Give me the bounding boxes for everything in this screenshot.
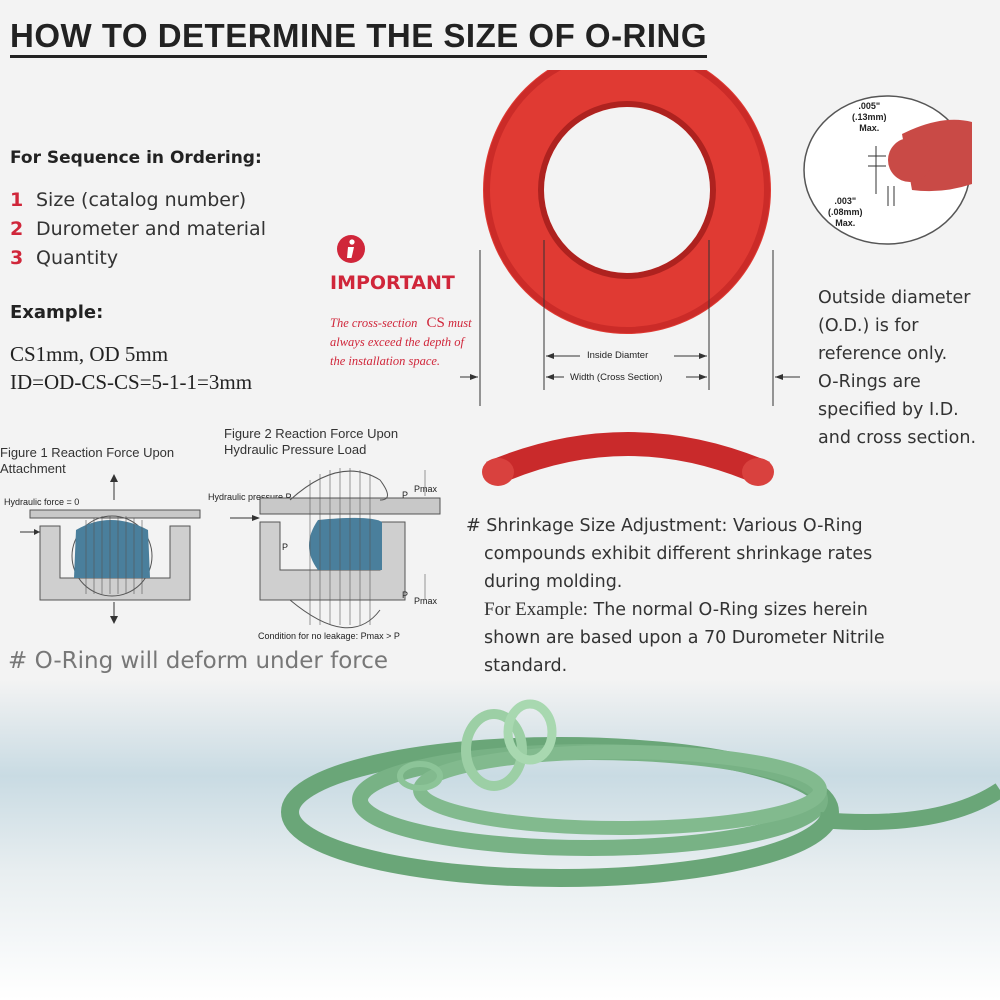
od-note: Outside diameter (O.D.) is for reference… [818, 288, 977, 448]
fig2-pmax-top: Pmax [414, 484, 438, 494]
green-o-ring-photo [0, 680, 1000, 1000]
width-label: Width (Cross Section) [570, 372, 663, 383]
example-line-1: CS1mm, OD 5mm [10, 342, 169, 366]
important-title: IMPORTANT [330, 272, 455, 294]
inside-diameter-label: Inside Diamter [587, 350, 649, 361]
cross-section-detail [803, 95, 972, 245]
ordering-heading: For Sequence in Ordering: [10, 148, 262, 168]
deform-note: # O-Ring will deform under force [8, 648, 389, 674]
o-ring-diagram [460, 70, 800, 406]
fig2-p1-top: P [402, 490, 409, 500]
figure-1-diagram [20, 474, 201, 624]
figure-2-diagram [230, 468, 441, 629]
fig2-condition: Condition for no leakage: Pmax > P [258, 631, 400, 641]
fig1-force-label: Hydraulic force = 0 [4, 497, 80, 507]
detail-top-label: .005"(.13mm)Max. [852, 101, 887, 133]
fig2-p1-bottom: P [402, 590, 409, 600]
important-text: The cross-section CS must always exceed … [330, 315, 472, 368]
page-title: HOW TO DETERMINE THE SIZE OF O-RING [10, 18, 708, 58]
fig2-pmax-bottom: Pmax [414, 596, 438, 606]
info-icon [337, 235, 365, 263]
fig2-p1-side: P [282, 542, 289, 552]
o-ring-cutaway [482, 432, 774, 486]
detail-bottom-label: .003"(.08mm)Max. [828, 196, 863, 228]
shrinkage-note: # Shrinkage Size Adjustment: Various O-R… [466, 516, 885, 676]
example-heading: Example: [10, 302, 104, 323]
fig2-pressure-label: Hydraulic pressure P [208, 492, 292, 502]
example-line-2: ID=OD-CS-CS=5-1-1=3mm [10, 370, 253, 394]
